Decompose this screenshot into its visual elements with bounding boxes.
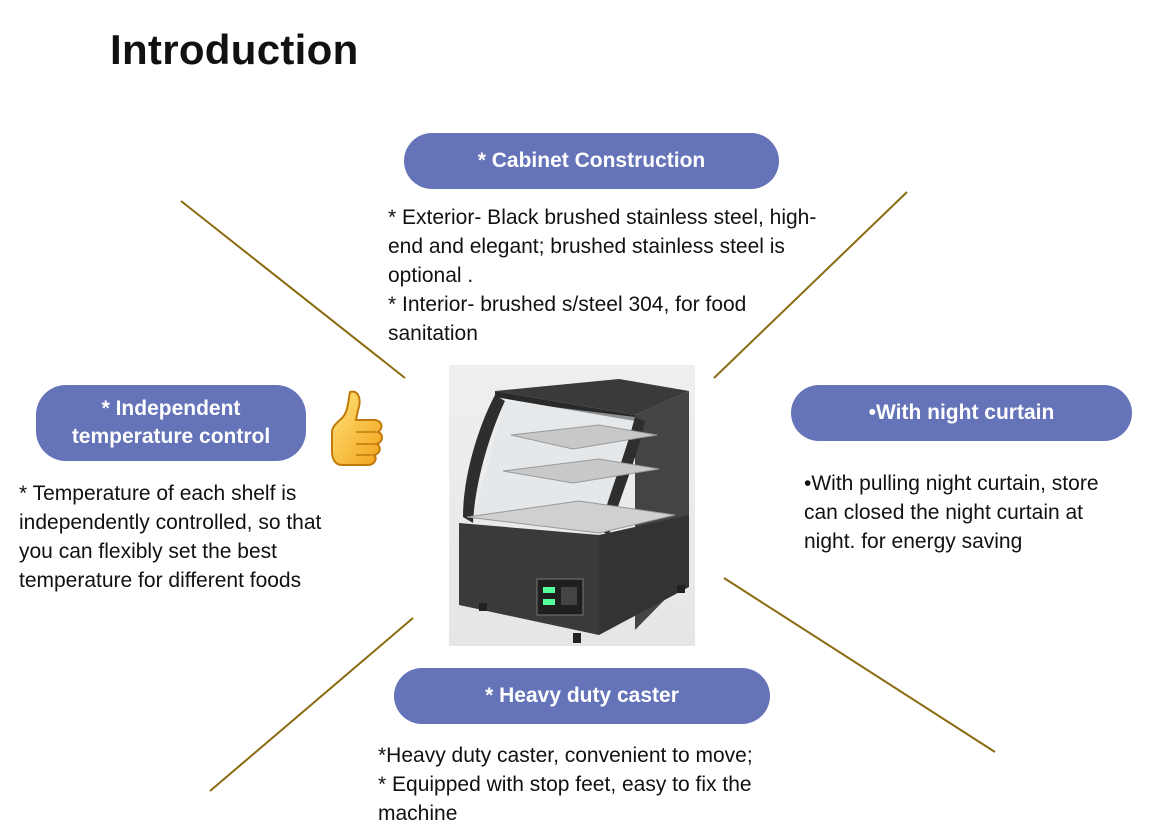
- temperature-label-line2: temperature control: [71, 425, 271, 448]
- cabinet-line: optional .: [388, 264, 474, 287]
- curtain-line: night. for energy saving: [804, 530, 1023, 553]
- curtain-line: can closed the night curtain at: [804, 501, 1084, 524]
- caster-line: machine: [378, 802, 458, 825]
- curtain-line: •With pulling night curtain, store: [804, 472, 1099, 495]
- cabinet-line: sanitation: [388, 322, 478, 345]
- temperature-line: independently controlled, so that: [19, 511, 322, 534]
- heavy-duty-caster-description: *Heavy duty caster, convenient to move; …: [378, 741, 818, 828]
- display-cabinet-drawing: [459, 379, 689, 643]
- night-curtain-description: •With pulling night curtain, store can c…: [804, 469, 1144, 556]
- temperature-control-description: * Temperature of each shelf is independe…: [19, 479, 379, 595]
- caster-line: *Heavy duty caster, convenient to move;: [378, 744, 753, 767]
- cabinet-line: * Exterior- Black brushed stainless stee…: [388, 206, 817, 229]
- night-curtain-text: •With night curtain: [868, 401, 1055, 424]
- temperature-control-label: * Independent temperature control: [36, 385, 306, 461]
- temperature-line: * Temperature of each shelf is: [19, 482, 297, 505]
- heavy-duty-caster-label: * Heavy duty caster: [394, 668, 770, 724]
- cabinet-line: * Interior- brushed s/steel 304, for foo…: [388, 293, 747, 316]
- caster-line: * Equipped with stop feet, easy to fix t…: [378, 773, 752, 796]
- temperature-line: you can flexibly set the best: [19, 540, 277, 563]
- temperature-line: temperature for different foods: [19, 569, 302, 592]
- connector-top-left: [180, 200, 406, 379]
- connector-bottom-right: [723, 577, 996, 753]
- heavy-duty-caster-text: * Heavy duty caster: [485, 684, 679, 707]
- cabinet-construction-label: * Cabinet Construction: [404, 133, 779, 189]
- display-cabinet-image: [449, 365, 695, 646]
- temperature-label-line1: * Independent: [101, 397, 241, 420]
- thumbs-up-icon: [331, 390, 383, 466]
- cabinet-construction-description: * Exterior- Black brushed stainless stee…: [388, 203, 848, 348]
- night-curtain-label: •With night curtain: [791, 385, 1132, 441]
- cabinet-line: end and elegant; brushed stainless steel…: [388, 235, 785, 258]
- connector-top-right: [713, 191, 908, 379]
- page-title: Introduction: [110, 26, 359, 73]
- connector-bottom-left: [209, 617, 414, 792]
- cabinet-construction-text: * Cabinet Construction: [477, 149, 706, 172]
